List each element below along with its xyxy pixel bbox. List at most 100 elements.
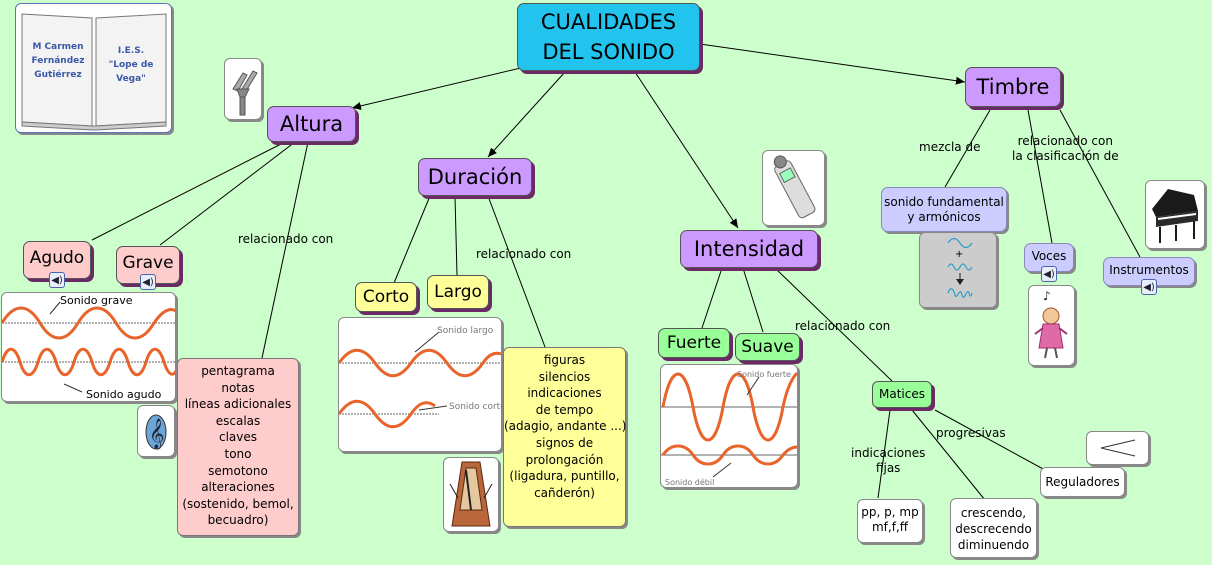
- title-line-1: CUALIDADES: [540, 10, 677, 34]
- altura-item: escalas: [215, 413, 261, 428]
- altura-wave-graph: Sonido grave Sonido agudo: [0, 292, 178, 402]
- author-name-1: M Carmen: [32, 42, 84, 52]
- wave-corto-label: Sonido corto: [449, 402, 506, 412]
- timbre-node[interactable]: Timbre: [965, 67, 1061, 107]
- fijas-line-1: indicaciones: [851, 446, 926, 460]
- altura-node[interactable]: Altura: [267, 106, 356, 142]
- wave-largo-label: Sonido largo: [437, 326, 494, 336]
- treble-clef-icon: 𝄞: [145, 414, 167, 450]
- wave-fuerte-label: Sonido fuerte: [737, 370, 791, 379]
- tuning-fork-icon: [232, 70, 258, 116]
- singer-image: ♪: [1028, 285, 1075, 366]
- book-icon: [21, 13, 167, 131]
- svg-text:♪: ♪: [1043, 289, 1051, 303]
- duration-waves: [337, 331, 502, 429]
- agudo-speaker-icon[interactable]: ◀): [49, 272, 65, 288]
- progresivas-item: crescendo,: [960, 506, 1027, 520]
- fijas-line-2: fijas: [875, 461, 901, 475]
- harmonics-image: +: [919, 232, 997, 308]
- progresivas-item: descrecendo: [955, 522, 1032, 536]
- corto-node[interactable]: Corto: [355, 282, 417, 312]
- duracion-item: figuras: [543, 353, 586, 367]
- grave-speaker-icon[interactable]: ◀): [140, 274, 156, 290]
- indicaciones-fijas-label: indicaciones fijas: [851, 446, 925, 476]
- title-node[interactable]: CUALIDADES DEL SONIDO: [517, 3, 700, 71]
- clasif-line-1: relacionado con: [1017, 134, 1113, 148]
- voces-speaker-icon[interactable]: ◀): [1041, 266, 1057, 282]
- crescendo-icon: [1100, 439, 1136, 457]
- school-line-1: I.E.S.: [117, 46, 145, 56]
- fijas-item: pp, p, mp: [861, 505, 919, 519]
- duracion-item: de tempo: [535, 402, 594, 417]
- duracion-item: (adagio, andante ...): [504, 419, 627, 434]
- duracion-item: prolongación: [525, 452, 604, 467]
- suave-node[interactable]: Suave: [735, 333, 800, 361]
- duracion-list-box: figuras silencios indicaciones de tempo …: [503, 347, 627, 527]
- fundamental-line-2: y armónicos: [907, 209, 981, 224]
- reguladores-node[interactable]: Reguladores: [1040, 467, 1125, 497]
- altura-item: claves: [218, 430, 258, 445]
- altura-item: alteraciones: [201, 480, 275, 495]
- svg-text:𝄞: 𝄞: [149, 418, 164, 450]
- intensity-waves: [661, 371, 799, 478]
- instrumentos-speaker-icon[interactable]: ◀): [1141, 279, 1157, 295]
- piano-icon: [1152, 189, 1198, 243]
- altura-item: semotono: [208, 463, 268, 478]
- altura-item: becuadro): [207, 513, 269, 528]
- sound-meter-icon: [773, 155, 816, 219]
- crescendo-image: [1086, 431, 1149, 465]
- author-book: M Carmen Fernández Gutiérrez I.E.S. "Lop…: [15, 3, 172, 133]
- altura-item: tono: [224, 446, 252, 461]
- clasificacion-label: relacionado con la clasificación de: [1012, 134, 1119, 164]
- author-name-2: Fernández: [31, 56, 85, 66]
- progresivas-label: progresivas: [936, 426, 1006, 440]
- singer-icon: ♪: [1034, 289, 1068, 359]
- progresivas-item: diminuendo: [957, 538, 1030, 552]
- harmonics-icon: [947, 237, 973, 298]
- plus-label: +: [955, 249, 964, 260]
- title-line-2: DEL SONIDO: [542, 40, 675, 64]
- metronome-icon: [449, 461, 493, 527]
- duracion-node[interactable]: Duración: [418, 158, 532, 196]
- wave-suave-label: Sonido débil: [665, 478, 715, 487]
- fuerte-node[interactable]: Fuerte: [658, 328, 730, 358]
- fijas-item: mf,f,ff: [871, 520, 909, 534]
- fundamental-line-1: sonido fundamental: [884, 194, 1004, 209]
- altura-item: notas: [221, 380, 255, 395]
- matices-node[interactable]: Matices: [872, 381, 932, 408]
- author-name-3: Gutiérrez: [34, 70, 82, 80]
- intensidad-wave-graph: Sonido fuerte Sonido débil: [660, 364, 799, 488]
- intensidad-node[interactable]: Intensidad: [680, 230, 818, 268]
- altura-relacionado-label: relacionado con: [238, 232, 334, 246]
- intensidad-relacionado-label: relacionado con: [795, 319, 891, 333]
- duracion-item: (ligadura, puntillo,: [509, 469, 620, 484]
- grave-node[interactable]: Grave: [116, 246, 180, 284]
- piano-image: [1145, 180, 1205, 249]
- mezcla-label: mezcla de: [919, 140, 981, 154]
- largo-node[interactable]: Largo: [427, 275, 489, 309]
- altura-item: (sostenido, bemol,: [182, 496, 294, 511]
- altura-item: líneas adicionales: [184, 397, 292, 412]
- treble-clef-image: 𝄞: [137, 405, 175, 457]
- fundamental-node[interactable]: sonido fundamental y armónicos: [881, 187, 1007, 232]
- duracion-item: cañderón): [534, 485, 595, 500]
- metronome-image: [443, 457, 499, 532]
- duracion-item: indicaciones: [527, 386, 602, 401]
- altura-item: pentagrama: [201, 364, 275, 378]
- duracion-relacionado-label: relacionado con: [476, 247, 572, 261]
- fijas-box: pp, p, mp mf,f,ff: [857, 499, 923, 543]
- school-line-3: Vega": [116, 74, 146, 84]
- school-line-2: "Lope de: [108, 60, 154, 70]
- progresivas-box: crescendo, descrecendo diminuendo: [950, 498, 1037, 558]
- tuning-fork-image: [224, 58, 262, 120]
- clasif-line-2: la clasificación de: [1012, 149, 1119, 163]
- sound-meter-image: [762, 150, 825, 226]
- duracion-wave-graph: Sonido largo Sonido corto: [337, 317, 506, 452]
- wave-agudo-label: Sonido agudo: [86, 388, 162, 401]
- duracion-item: signos de: [535, 435, 594, 450]
- pitch-waves: [0, 301, 178, 393]
- altura-list-box: pentagrama notas líneas adicionales esca…: [177, 358, 299, 536]
- duracion-item: silencios: [538, 369, 591, 384]
